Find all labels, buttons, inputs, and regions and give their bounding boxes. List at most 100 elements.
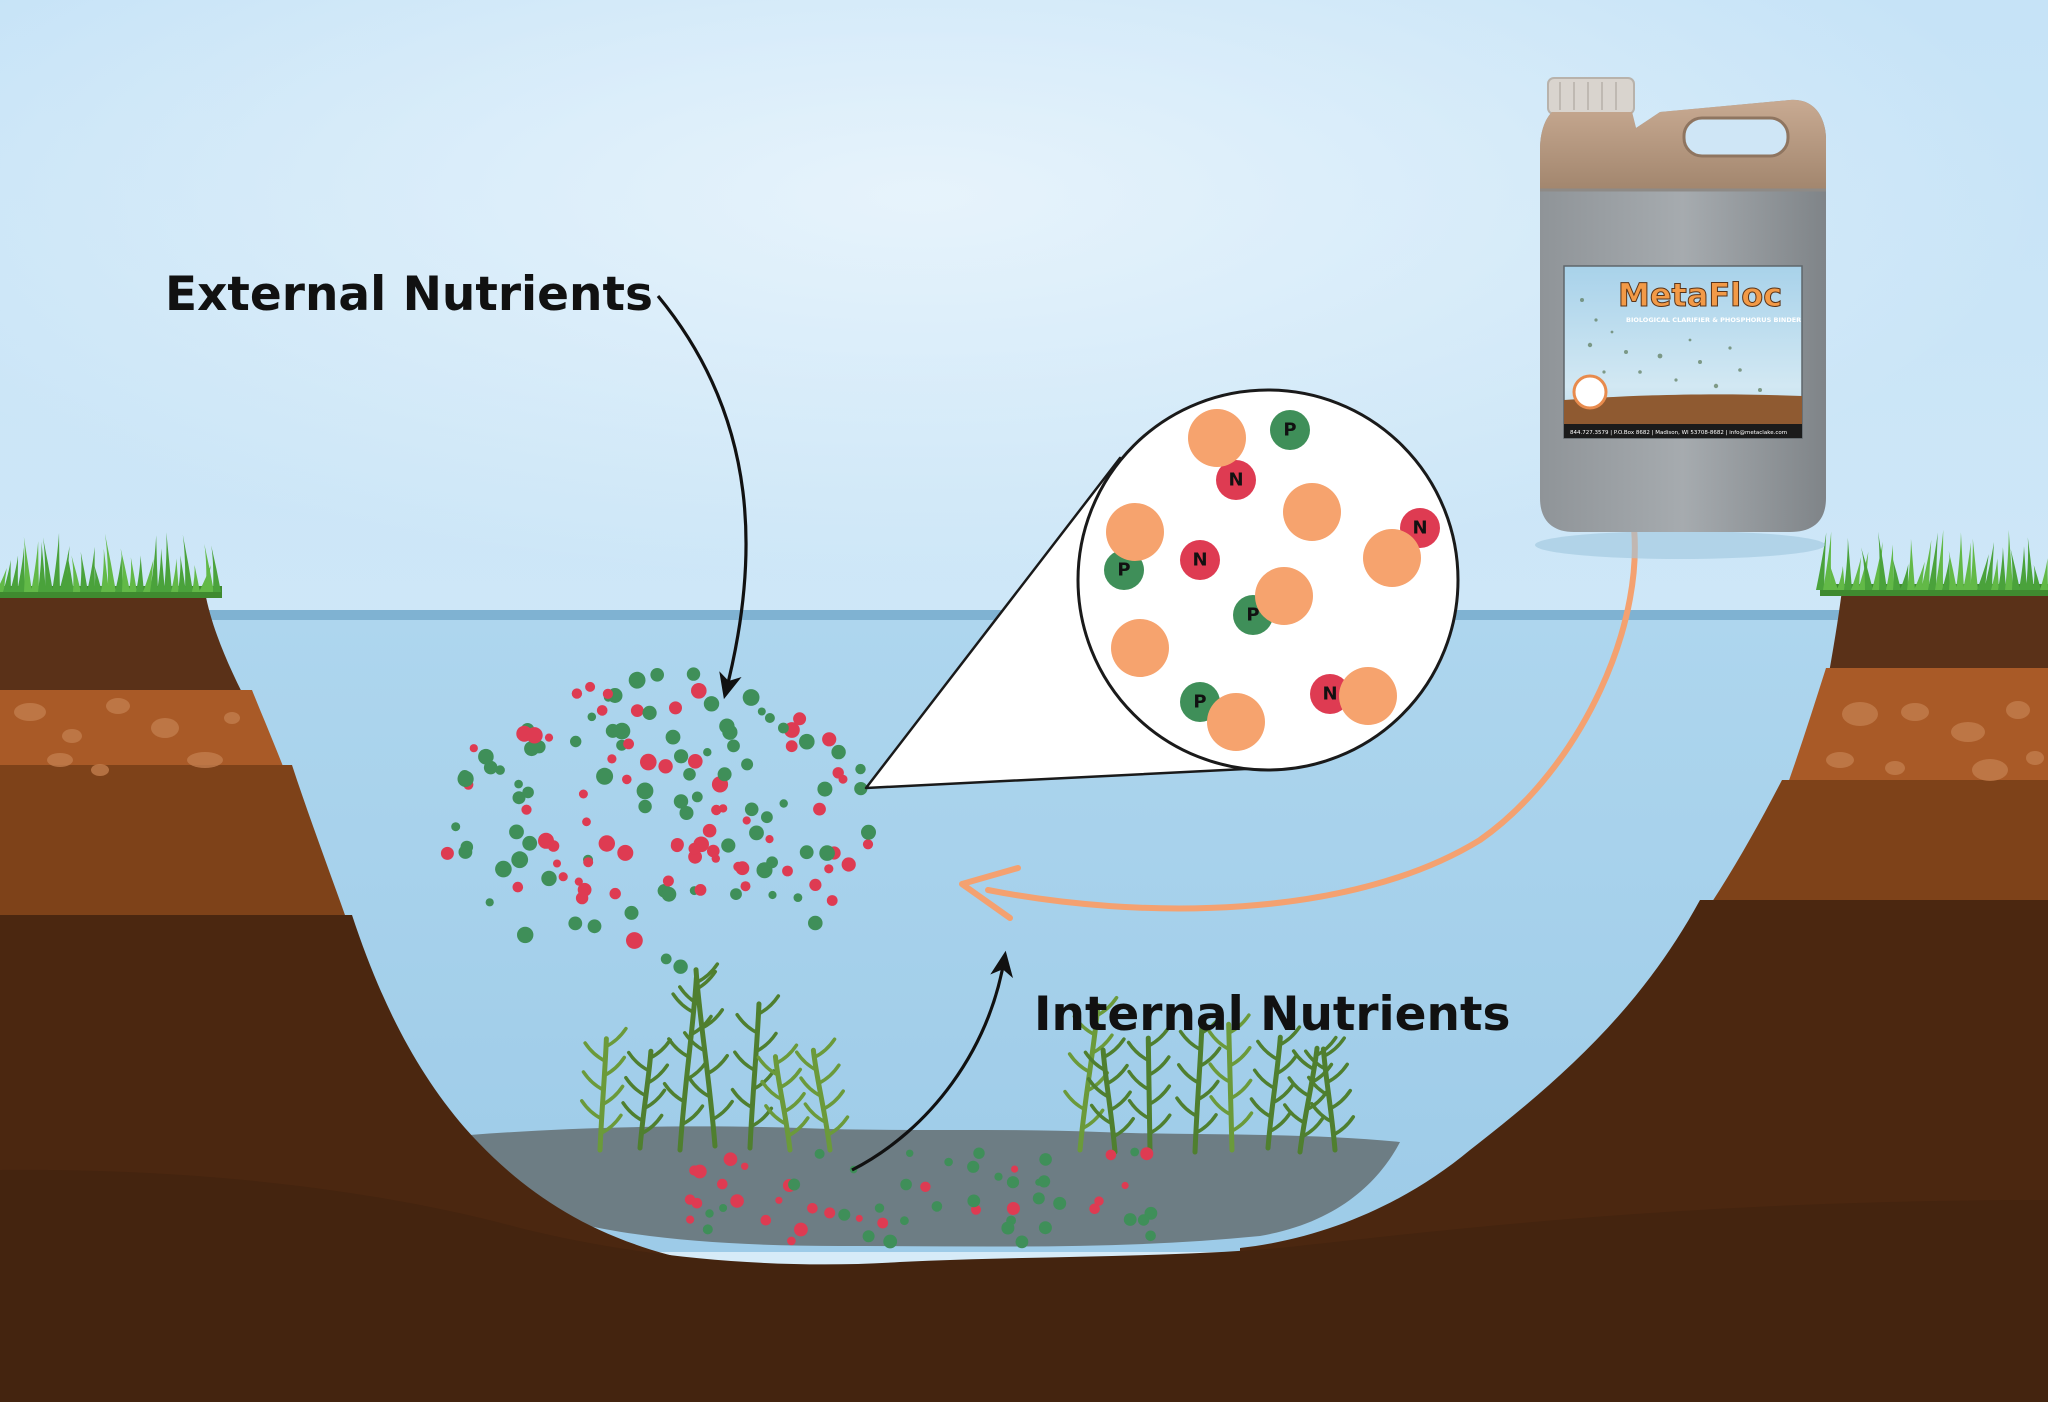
plant-leaf (700, 1008, 725, 1030)
plant-leaf (1094, 995, 1119, 1018)
phosphorus-particle (779, 799, 788, 808)
grass-blade (42, 537, 53, 592)
metafloc-binder-particle (1363, 529, 1421, 587)
nitrogen-symbol: N (1192, 550, 1207, 571)
phosphorus-particle (808, 915, 823, 931)
plant-leaf (1300, 1116, 1325, 1139)
plant-leaf (1283, 1103, 1307, 1125)
nitrogen-molecule-body (1216, 460, 1256, 500)
nitrogen-particle (711, 804, 722, 816)
nitrogen-particle (670, 839, 684, 853)
plant-leaf (803, 1102, 828, 1124)
grass-blade (211, 545, 221, 592)
grass-blade (182, 534, 193, 592)
nitrogen-particle (862, 839, 874, 850)
phosphorus-particle (900, 1216, 909, 1226)
nitrogen-particle (585, 681, 596, 692)
nitrogen-particle (688, 754, 703, 769)
phosphorus-particle (629, 673, 640, 684)
nitrogen-particle (826, 895, 838, 906)
phosphorus-particle (819, 845, 835, 861)
plant-leaf (812, 1037, 837, 1059)
plant-leaf (1063, 1089, 1087, 1112)
grass-blade (1963, 542, 1971, 590)
grass-blade (143, 559, 154, 592)
grass-blade (66, 553, 74, 592)
phosphorus-particle (719, 1204, 728, 1212)
phosphorus-symbol: P (1117, 560, 1130, 581)
grass-blade (17, 547, 25, 592)
nitrogen-particle (841, 857, 856, 872)
phosphorus-particle (514, 779, 523, 789)
external-nutrients-label: External Nutrients (165, 267, 653, 322)
grass-blade (164, 532, 172, 592)
plant-leaf (1067, 1052, 1092, 1074)
plant-leaf (680, 1104, 705, 1126)
grass-blade (1892, 557, 1901, 590)
grass-blade (2040, 558, 2048, 590)
phosphorus-particle (817, 781, 833, 797)
grass-blade (104, 533, 116, 592)
nitrogen-particle (832, 767, 844, 779)
phosphorus-symbol: P (1193, 692, 1206, 713)
plant-leaf (794, 1050, 819, 1072)
nitrogen-particle (521, 804, 532, 815)
nitrogen-particle (824, 864, 834, 874)
nitrogen-particle (640, 753, 657, 771)
phosphorus-particle (495, 765, 505, 775)
plant-leaf (1108, 1090, 1132, 1112)
plant-leaf (774, 1043, 799, 1065)
plant-leaf (1310, 1101, 1334, 1124)
plant-leaf (1083, 1050, 1108, 1073)
plant-leaf (662, 1081, 687, 1104)
grass-blade (136, 555, 144, 592)
nitrogen-particle (582, 817, 591, 827)
nitrogen-particle (971, 1204, 981, 1215)
jug-label-footer (1564, 424, 1802, 438)
phosphorus-particle (1015, 1235, 1029, 1249)
grass-blade (1829, 565, 1838, 590)
nitrogen-particle (793, 712, 807, 726)
phosphorus-particle (570, 735, 582, 748)
phosphorus-particle (973, 1147, 985, 1159)
phosphorus-particle (495, 860, 512, 878)
phosphorus-particle (703, 696, 720, 712)
internal-nutrients-arrow (851, 950, 1013, 1172)
plant-leaf (687, 1076, 712, 1099)
nitrogen-symbol: N (1322, 684, 1337, 705)
metafloc-binder-particle (1339, 667, 1397, 725)
plant-leaf (1314, 1035, 1338, 1058)
phosphorus-particle (994, 1172, 1003, 1181)
grass-blade (1956, 532, 1964, 590)
nitrogen-particle (596, 705, 608, 716)
plant-leaf (1268, 1111, 1292, 1134)
nitrogen-particle (688, 842, 700, 855)
metafloc-binder-particle (1255, 567, 1313, 625)
plant-leaf (1126, 1040, 1151, 1063)
plant-leaf (1325, 1062, 1349, 1085)
grass-blade (94, 565, 102, 592)
grass-blade (2005, 530, 2013, 590)
grass-blade (1837, 565, 1845, 590)
phosphorus-particle (793, 893, 803, 902)
plant-leaf (1209, 1095, 1233, 1117)
plant-leaf (1228, 1078, 1253, 1101)
grass-blade (38, 542, 46, 592)
phosphorus-particle (673, 794, 689, 809)
grass-blade (59, 546, 70, 592)
phosphorus-particle (613, 722, 631, 740)
grass-left (0, 532, 222, 598)
plant-leaf (1175, 1096, 1199, 1118)
plant-leaf (1127, 1098, 1152, 1121)
phosphorus-particle (522, 786, 534, 799)
grass-blade (1935, 529, 1944, 590)
nitrogen-particle (702, 823, 717, 838)
plant-leaf (1146, 1026, 1171, 1048)
nitrogen-particle (822, 732, 837, 747)
nitrogen-particle (684, 1194, 696, 1205)
nitrogen-particle (598, 835, 615, 852)
grass-blade (10, 555, 19, 592)
nitrogen-particle (626, 932, 643, 949)
nitrogen-particle (512, 881, 524, 893)
nitrogen-particle (824, 1207, 836, 1219)
